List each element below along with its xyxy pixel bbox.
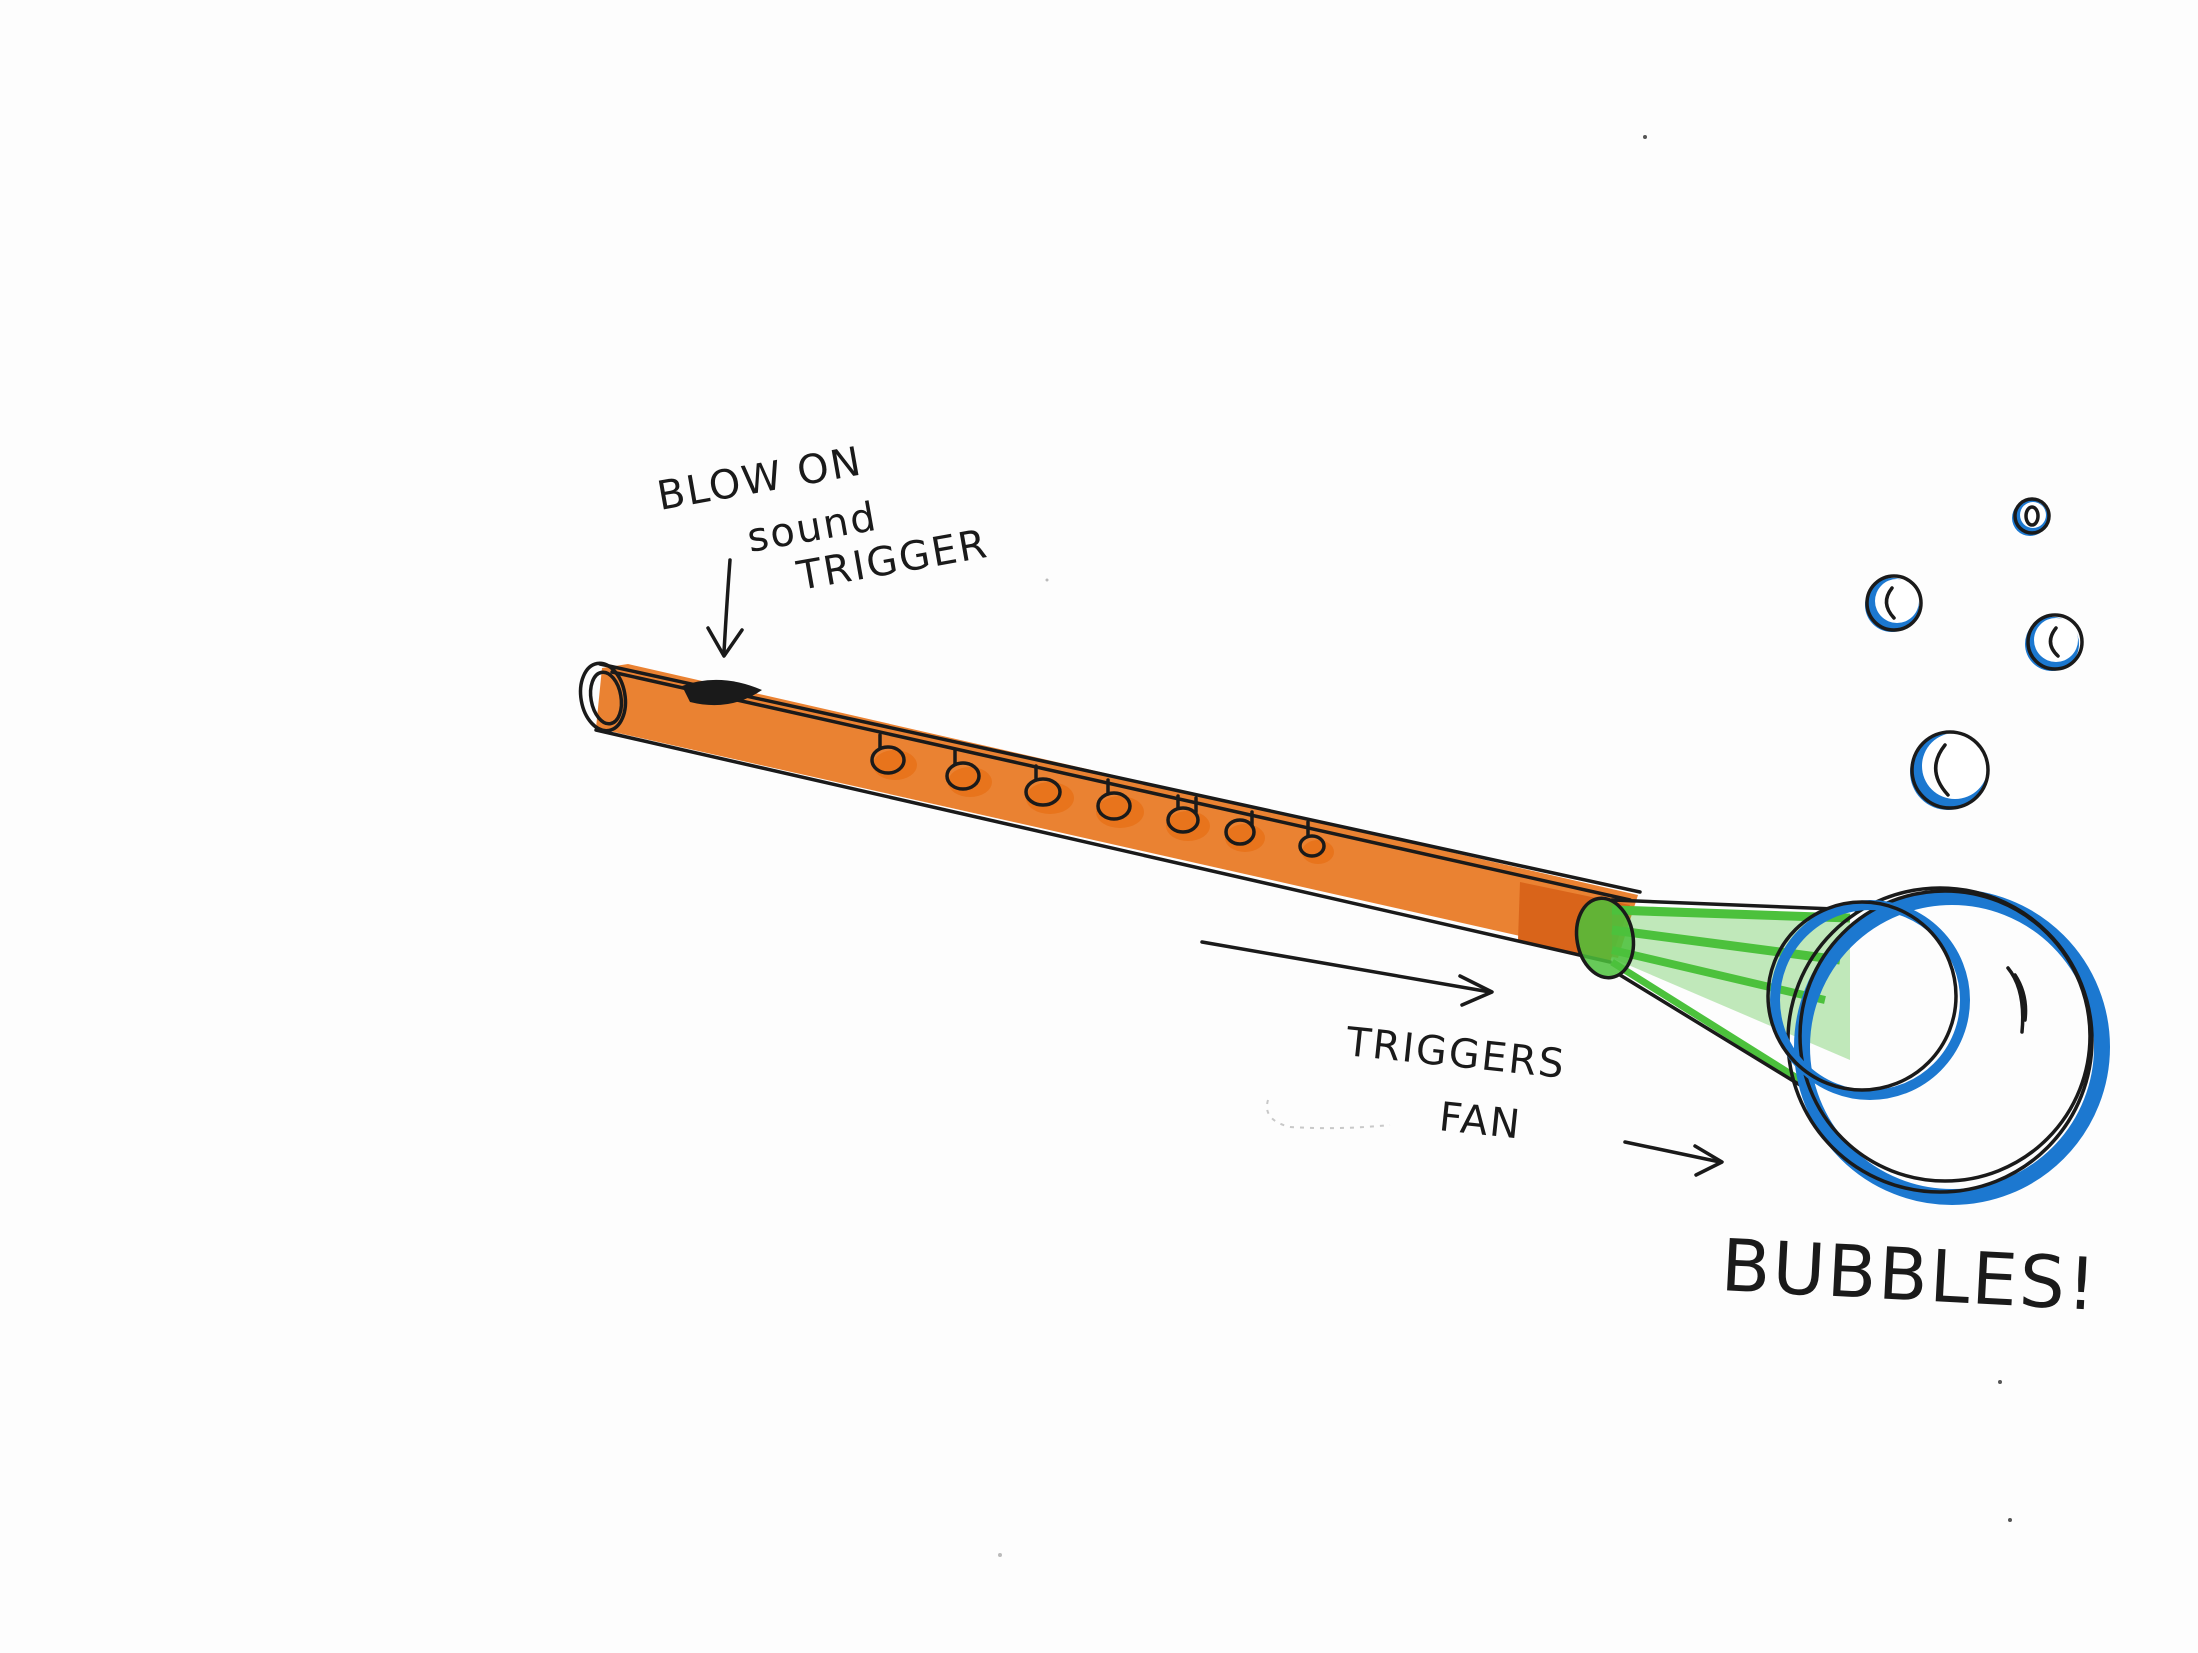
flute-icon (578, 661, 1642, 964)
bubble-icon (1910, 730, 1990, 810)
small-arrow-icon (1623, 1140, 1724, 1177)
right-arrow-icon (1200, 940, 1494, 1007)
fan-label: FAN (1437, 1094, 1524, 1148)
finger-hole (1166, 794, 1210, 841)
paper-speck (1998, 1380, 2002, 1384)
blow-label: BLOW ON sound TRIGGER (654, 439, 992, 601)
finger-hole (945, 748, 992, 797)
triggers-fan-label: TRIGGERS FAN (1343, 1019, 1568, 1148)
finger-hole (1224, 810, 1265, 852)
triggers-label: TRIGGERS (1343, 1019, 1568, 1088)
fan-collar (1576, 898, 1634, 978)
finger-hole (870, 733, 917, 780)
flute-open-end (578, 661, 628, 733)
mouthpiece-hole (682, 679, 762, 706)
paper-speck (1045, 578, 1049, 582)
bubble-icon (1865, 574, 1923, 632)
down-arrow-icon (706, 558, 744, 658)
paper-speck (1643, 135, 1647, 139)
bubbles-label: BUBBLES! (1719, 1223, 2100, 1327)
paper-speck (998, 1553, 1002, 1557)
finger-hole (1298, 820, 1334, 864)
large-bubble-icon (1766, 886, 2110, 1205)
finger-holes (870, 733, 1334, 864)
bubble-icon (2025, 613, 2084, 671)
paper-speck (2008, 1518, 2012, 1522)
finger-hole (1096, 778, 1144, 828)
smudge-mark (1266, 1099, 1391, 1130)
finger-hole (1024, 764, 1074, 814)
bubble-icon (2012, 497, 2051, 536)
